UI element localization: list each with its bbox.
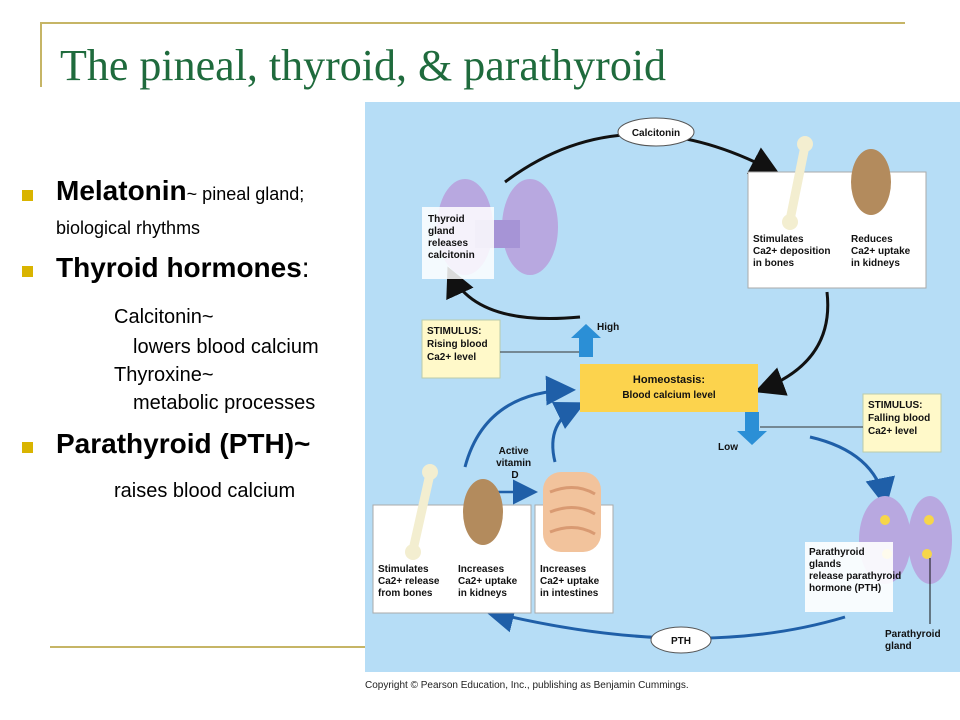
bullet-marker [22, 266, 33, 277]
calcitonin-text: Calcitonin [632, 128, 680, 139]
pth-term: Parathyroid (PTH)~ [56, 428, 311, 459]
kidney-illustration-bottom [463, 479, 503, 545]
bone-kidney-box-bottom [372, 504, 532, 614]
bullet-marker [22, 190, 33, 201]
bottom-rule [50, 646, 365, 648]
homeostasis-box [580, 364, 758, 412]
high-text: High [597, 322, 619, 333]
top-rule [40, 22, 905, 24]
diagram-canvas: Calcitonin Thyroid gland releases calcit… [372, 117, 952, 654]
pth-text: PTH [671, 636, 691, 647]
thyroxine-effect: metabolic processes [133, 392, 316, 414]
homeostasis-title: Homeostasis: [633, 374, 705, 386]
arrow-intestine-to-homeostasis [551, 402, 586, 463]
bone-illustration-top [782, 136, 813, 230]
stimulus-falling-box [862, 393, 942, 453]
bullet-marker [22, 442, 33, 453]
high-arrow [571, 324, 601, 357]
arrow-kidney-to-homeostasis [754, 291, 830, 396]
copyright-notice: Copyright © Pearson Education, Inc., pub… [365, 680, 689, 691]
thyroid-line: Thyroid hormones: [56, 252, 310, 284]
pth-oval [650, 626, 712, 654]
arrow-high-to-thyroid [446, 266, 581, 321]
calcitonin-effect: lowers blood calcium [133, 336, 319, 358]
thyroxine-label: Thyroxine~ [114, 364, 214, 386]
stimulates-deposition-text: Stimulates Ca2+ deposition in bones [753, 234, 833, 269]
increases-kidney-text: Increases Ca2+ uptake in kidneys [458, 564, 520, 599]
low-arrow [737, 412, 767, 445]
bone-kidney-box-top [747, 171, 927, 289]
stimulates-release-text: Stimulates Ca2+ release from bones [378, 564, 442, 599]
calcitonin-label: Calcitonin~ [114, 306, 214, 328]
increases-intestine-text: Increases Ca2+ uptake in intestines [540, 564, 602, 599]
arrow-low-to-parathyroid [809, 435, 895, 508]
stimulus-rising-box [421, 319, 501, 379]
melatonin-line2: biological rhythms [56, 218, 201, 238]
pth-effect: raises blood calcium [114, 480, 296, 502]
kidney-illustration-top [851, 149, 891, 215]
homeostasis-sub: Blood calcium level [622, 390, 716, 401]
thyroid-colon: : [301, 252, 310, 283]
melatonin-term: Melatonin [56, 175, 187, 206]
parathyroid-box-text: Parathyroid glands release parathyroid h… [809, 547, 904, 594]
melatonin-desc: ~ pineal gland; [186, 184, 305, 204]
arrow-bones-to-homeostasis [463, 375, 576, 468]
bone-illustration-bottom [405, 464, 438, 560]
low-text: Low [718, 442, 738, 453]
parathyroid-box [805, 542, 893, 612]
stimulus-falling-text: STIMULUS: Falling blood Ca2+ level [868, 400, 933, 437]
thyroid-box [422, 207, 494, 279]
melatonin-line: Melatonin~ pineal gland; [56, 175, 304, 207]
thyroid-term: Thyroid hormones [56, 252, 302, 283]
vitamin-d-text: Active vitamin D [496, 446, 534, 481]
calcium-homeostasis-diagram: Calcitonin Thyroid gland releases calcit… [365, 102, 960, 672]
stimulus-rising-text: STIMULUS: Rising blood Ca2+ level [427, 326, 490, 363]
calcitonin-oval [617, 117, 695, 147]
thyroid-box-text: Thyroid gland releases calcitonin [428, 214, 475, 261]
intestine-illustration [543, 472, 601, 552]
reduces-uptake-text: Reduces Ca2+ uptake in kidneys [851, 234, 913, 269]
slide-title: The pineal, thyroid, & parathyroid [60, 41, 667, 90]
parathyroid-gland-text: Parathyroid gland [885, 629, 943, 652]
left-rule [40, 22, 42, 87]
